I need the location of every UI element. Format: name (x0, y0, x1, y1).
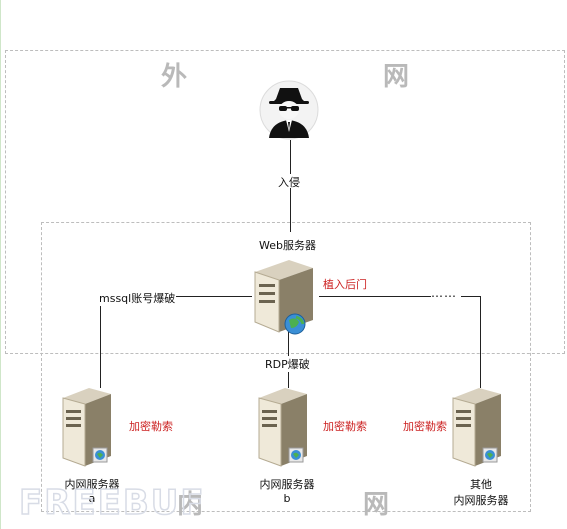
wire-right-vertical (480, 296, 481, 388)
edge-label-rdp: RDP爆破 (264, 356, 311, 372)
freebuf-watermark-logo: FREEBUF (17, 478, 217, 526)
server-other-label-line1: 其他 (470, 478, 492, 491)
edge-label-more: …… (431, 286, 457, 300)
server-b-label-line1: 内网服务器 (259, 478, 315, 491)
server-b-status: 加密勒索 (323, 420, 367, 433)
server-a-label-line1: 内网服务器 (64, 478, 120, 491)
server-a-label-line2: a (88, 492, 96, 505)
internal-server-b-icon (255, 384, 311, 474)
server-other-label-line2: 内网服务器 (453, 494, 509, 507)
web-server-icon (249, 254, 321, 340)
internal-server-other-icon (449, 384, 505, 474)
wire-left-vertical (100, 296, 101, 388)
server-other-label: 其他 内网服务器 (447, 476, 515, 508)
internal-server-a-icon (59, 384, 115, 474)
web-server-label: Web服务器 (259, 239, 316, 252)
wire-attacker-to-web-lower (290, 188, 291, 232)
zone-label-outer-left: 外 (161, 62, 190, 92)
zone-label-inner-left: 内 (177, 490, 206, 520)
edge-label-intrusion: 入侵 (278, 176, 300, 189)
wire-attacker-to-web (290, 140, 291, 174)
server-b-label-line2: b (283, 492, 291, 505)
hacker-icon (257, 80, 321, 144)
backdoor-label: 植入后门 (323, 278, 367, 291)
wire-right-tail (461, 296, 481, 297)
zone-label-inner-right: 网 (363, 490, 392, 520)
server-a-status: 加密勒索 (129, 420, 173, 433)
zone-label-outer-right: 网 (383, 62, 412, 92)
server-a-label: 内网服务器 a (61, 476, 123, 505)
wire-right-horizontal (319, 296, 431, 297)
svg-text:FREEBUF: FREEBUF (19, 483, 206, 522)
edge-label-mssql: mssql账号爆破 (98, 290, 177, 306)
external-network-zone (5, 50, 565, 354)
server-other-status: 加密勒索 (403, 420, 447, 433)
server-b-label: 内网服务器 b (255, 476, 319, 505)
internal-network-zone (41, 222, 531, 512)
